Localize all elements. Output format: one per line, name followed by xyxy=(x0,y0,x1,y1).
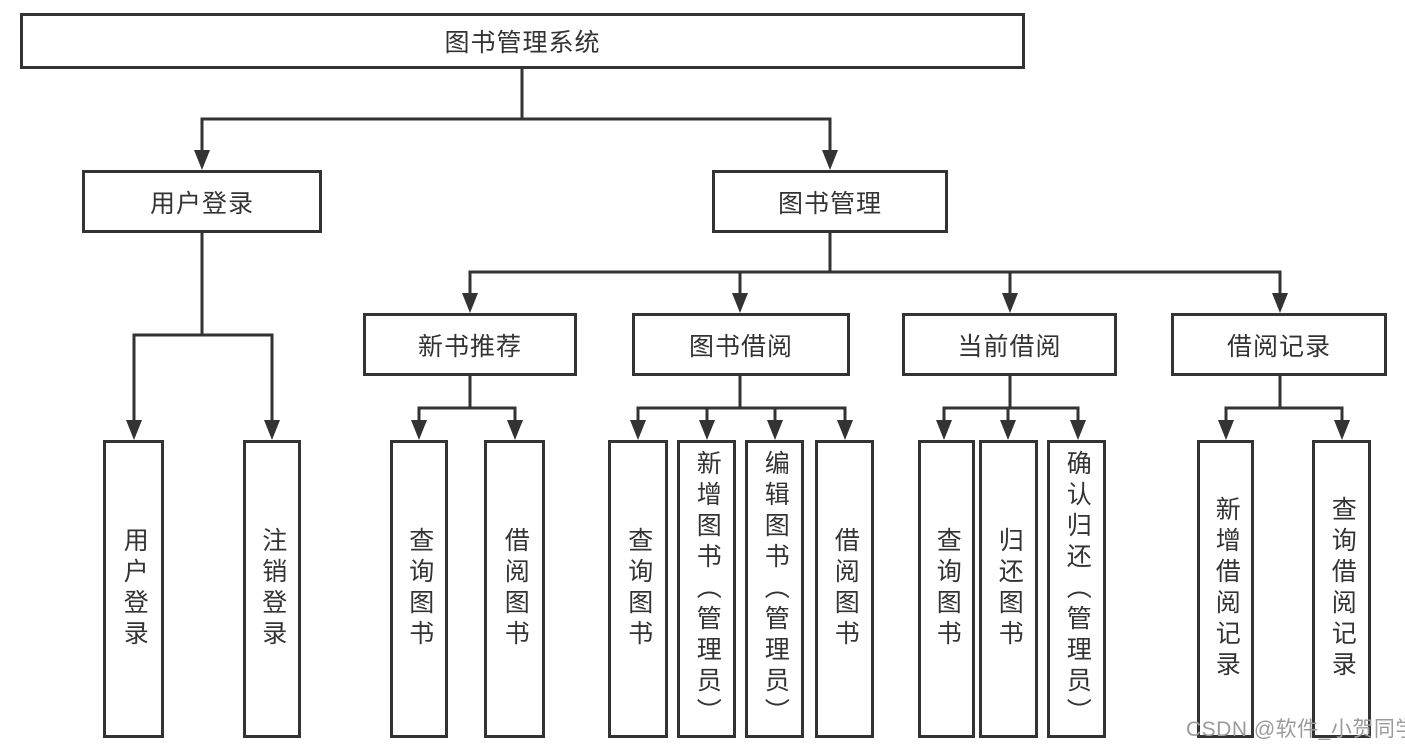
leaf-add-books-admin: 新增图书（管理员） xyxy=(677,440,736,738)
leaf-return-books-label: 归还图书 xyxy=(995,527,1024,651)
leaf-add-books-admin-label: 新增图书（管理员） xyxy=(693,449,722,729)
node-borrow-records: 借阅记录 xyxy=(1171,313,1387,376)
leaf-recommend-borrow-books-label: 借阅图书 xyxy=(501,527,530,651)
leaf-return-books: 归还图书 xyxy=(979,440,1038,738)
leaf-borrow-books: 借阅图书 xyxy=(815,440,874,738)
leaf-add-borrow-record-label: 新增借阅记录 xyxy=(1212,496,1241,682)
csdn-watermark: CSDN @软件_小贺同学 xyxy=(1186,718,1405,741)
leaf-borrow-books-label: 借阅图书 xyxy=(831,527,860,651)
node-user-login: 用户登录 xyxy=(82,170,322,233)
node-book-management: 图书管理 xyxy=(712,170,948,233)
node-new-book-recommend: 新书推荐 xyxy=(363,313,577,376)
leaf-recommend-query-books: 查询图书 xyxy=(390,440,448,738)
leaf-confirm-return-admin: 确认归还（管理员） xyxy=(1047,440,1106,738)
leaf-add-borrow-record: 新增借阅记录 xyxy=(1197,440,1254,738)
leaf-query-borrow-record-label: 查询借阅记录 xyxy=(1328,496,1357,682)
node-user-login-label: 用户登录 xyxy=(149,189,254,218)
leaf-current-query-books-label: 查询图书 xyxy=(933,527,962,651)
leaf-recommend-query-books-label: 查询图书 xyxy=(405,527,434,651)
leaf-edit-books-admin: 编辑图书（管理员） xyxy=(745,440,804,738)
arrowheads xyxy=(126,150,1350,440)
node-borrow-records-label: 借阅记录 xyxy=(1226,332,1331,361)
node-new-book-recommend-label: 新书推荐 xyxy=(417,332,522,361)
leaf-edit-books-admin-label: 编辑图书（管理员） xyxy=(761,449,790,729)
leaf-logout-label: 注销登录 xyxy=(258,527,287,651)
node-book-management-label: 图书管理 xyxy=(777,189,882,218)
leaf-confirm-return-admin-label: 确认归还（管理员） xyxy=(1063,449,1092,729)
node-current-borrow-label: 当前借阅 xyxy=(957,332,1062,361)
leaf-user-login: 用户登录 xyxy=(103,440,164,738)
leaf-recommend-borrow-books: 借阅图书 xyxy=(484,440,545,738)
node-book-borrow-label: 图书借阅 xyxy=(688,332,793,361)
node-root-system-label: 图书管理系统 xyxy=(444,29,601,57)
node-book-borrow: 图书借阅 xyxy=(632,313,850,376)
node-current-borrow: 当前借阅 xyxy=(902,313,1117,376)
leaf-borrow-query-books-label: 查询图书 xyxy=(624,527,653,651)
leaf-user-login-label: 用户登录 xyxy=(120,527,149,651)
leaf-logout: 注销登录 xyxy=(243,440,301,738)
node-root-system: 图书管理系统 xyxy=(20,13,1025,69)
leaf-current-query-books: 查询图书 xyxy=(918,440,975,738)
leaf-borrow-query-books: 查询图书 xyxy=(608,440,668,738)
leaf-query-borrow-record: 查询借阅记录 xyxy=(1312,440,1371,738)
